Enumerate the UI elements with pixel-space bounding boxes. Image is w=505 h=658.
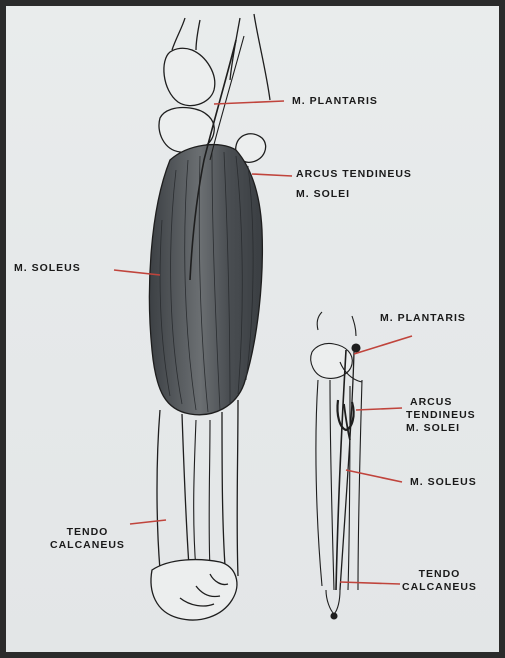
label-text: M. SOLEUS: [14, 262, 81, 275]
label-text: M. PLANTARIS: [380, 312, 466, 325]
label-text: TENDINEUS: [406, 409, 476, 422]
leader-large-plantaris: [214, 101, 284, 104]
large-femur-condyle: [164, 48, 215, 105]
label-large-arcus: ARCUS TENDINEUS M. SOLEI: [296, 168, 412, 201]
large-tibia-shaft: [157, 410, 160, 570]
label-text: ARCUS: [410, 396, 476, 409]
label-text: M. SOLEI: [406, 422, 476, 435]
label-text: TENDO: [402, 568, 477, 581]
label-text: ARCUS TENDINEUS: [296, 168, 412, 181]
label-small-arcus: ARCUS TENDINEUS M. SOLEI: [406, 396, 476, 435]
large-fibula-shaft: [222, 412, 226, 580]
label-small-plantaris: M. PLANTARIS: [380, 312, 466, 325]
leader-large-tendo: [130, 520, 166, 524]
label-large-soleus: M. SOLEUS: [14, 262, 81, 275]
label-text: M. PLANTARIS: [292, 95, 378, 108]
large-leg-drawing: [149, 14, 270, 620]
leader-large-arcus: [252, 174, 292, 176]
large-calcaneal-tendon: [194, 420, 196, 570]
leader-small-plantaris: [354, 336, 412, 354]
large-heel: [151, 560, 237, 620]
label-text: M. SOLEUS: [410, 476, 477, 489]
label-large-tendo: TENDO CALCANEUS: [50, 526, 125, 552]
label-text: CALCANEUS: [50, 539, 125, 552]
leader-small-tendo: [340, 582, 400, 584]
small-tibia: [316, 380, 322, 586]
label-small-tendo: TENDO CALCANEUS: [402, 568, 477, 594]
leader-small-soleus: [346, 470, 402, 482]
leader-small-arcus: [356, 408, 402, 410]
label-small-soleus: M. SOLEUS: [410, 476, 477, 489]
label-text: M. SOLEI: [296, 188, 412, 201]
label-text: CALCANEUS: [402, 581, 477, 594]
label-large-plantaris: M. PLANTARIS: [292, 95, 378, 108]
small-fibula: [348, 386, 350, 590]
small-leg-drawing: [311, 312, 362, 619]
label-text: TENDO: [50, 526, 125, 539]
